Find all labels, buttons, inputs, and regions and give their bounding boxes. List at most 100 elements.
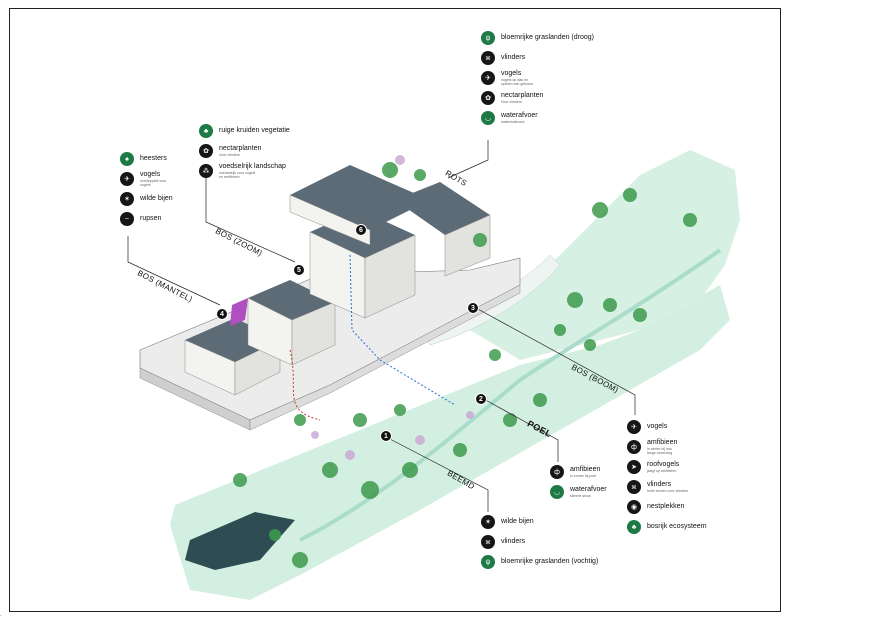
legend-item: ♠ heesters	[120, 149, 173, 169]
legend-label: ruige kruiden vegetatie	[219, 127, 290, 134]
nest-icon: ◉	[627, 500, 641, 514]
grass-icon: ψ	[481, 555, 495, 569]
legend-beemd: ✶ wilde bijen ж vlinders ψ bloemrijke graslan…	[481, 512, 598, 572]
legend-sublabel: voedselrijk voor vogels	[219, 170, 256, 175]
legend-label: waterafvoer	[570, 485, 607, 493]
legend-sublabel: holle bomen voor vlinders	[647, 488, 688, 493]
legend-item: ж vlinders	[481, 48, 594, 68]
berries-icon: ⁂	[199, 164, 213, 178]
legend-label: heesters	[140, 155, 167, 162]
marker-6: 6	[355, 224, 367, 236]
legend-sublabel: in winter bij bos	[647, 446, 672, 451]
legend-sublabel: langs oeverweg	[647, 451, 673, 455]
animal-route-red	[289, 349, 321, 421]
legend-label: vogels	[501, 69, 522, 77]
shrub-icon: ♠	[120, 152, 134, 166]
legend-sublabel: vogels op dak en	[501, 77, 529, 82]
purple-panel	[230, 298, 248, 326]
frog-icon: ф	[550, 465, 564, 479]
butterfly-icon: ж	[481, 51, 495, 65]
flower-clusters	[311, 155, 474, 460]
bee-icon: ✶	[481, 515, 495, 529]
marker-1: 1	[380, 430, 392, 442]
legend-label: wilde bijen	[501, 518, 534, 525]
flower-icon: ✿	[481, 91, 495, 105]
grass-icon: ψ	[481, 31, 495, 45]
water-icon: ◡	[481, 111, 495, 125]
legend-sublabel: in zomer bij poel	[570, 473, 597, 478]
block-north	[290, 165, 430, 230]
diagram-frame	[9, 8, 781, 612]
legend-item: ж vlinders	[481, 532, 598, 552]
herb-icon: ♣	[199, 124, 213, 138]
legend-label: vogels	[647, 423, 668, 430]
bee-icon: ✶	[120, 192, 134, 206]
butterfly-icon: ж	[627, 480, 641, 494]
butterfly-icon: ж	[481, 535, 495, 549]
bird-icon: ✈	[627, 420, 641, 434]
marker-5: 5	[293, 264, 305, 276]
leader-lines	[127, 140, 636, 512]
legend-item: ψ bloemrijke graslanden (droog)	[481, 28, 594, 48]
flower-icon: ✿	[199, 144, 213, 158]
legend-item: ✈ vogels	[627, 417, 707, 437]
legend-sublabel: slimme show	[570, 493, 591, 498]
legend-label: roofvogels	[647, 460, 680, 468]
legend-label: vlinders	[501, 54, 526, 61]
green-field	[470, 150, 740, 360]
legend-sublabel: spleten van gebouw	[501, 82, 533, 86]
legend-label: wilde bijen	[140, 195, 173, 202]
block-middle	[248, 280, 335, 320]
meadow-band	[170, 285, 730, 600]
footer-mark: .	[0, 612, 2, 618]
legend-item: ✶ wilde bijen	[481, 512, 598, 532]
legend-rots: ψ bloemrijke graslanden (droog) ж vlinders ✈…	[481, 28, 594, 128]
tree-cluster	[233, 162, 697, 568]
raptor-icon: ➤	[627, 460, 641, 474]
legend-sublabel: jaagt op amfibieen	[647, 468, 677, 473]
legend-sublabel: verstopplek voor	[140, 178, 167, 183]
legend-label: amfibieen	[570, 465, 601, 473]
legend-item: ♣bosrijk ecosysteem	[627, 517, 707, 537]
water-icon: ◡	[550, 485, 564, 499]
legend-sublabel: en amfibieen	[219, 175, 240, 179]
legend-sublabel: waterhuishoud	[501, 119, 525, 124]
legend-label: waterafvoer	[501, 111, 538, 119]
legend-label: vlinders	[647, 480, 672, 488]
legend-item: ψ bloemrijke graslanden (vochtig)	[481, 552, 598, 572]
marker-4: 4	[216, 308, 228, 320]
pond	[185, 512, 295, 570]
legend-item: ~ rupsen	[120, 209, 173, 229]
bird-icon: ✈	[481, 71, 495, 85]
legend-sublabel: Voor vlinders	[501, 99, 522, 104]
legend-label: bloemrijke graslanden (droog)	[501, 34, 594, 41]
marker-3: 3	[467, 302, 479, 314]
legend-label: bloemrijke graslanden (vochtig)	[501, 558, 599, 565]
marker-2: 2	[475, 393, 487, 405]
bird-icon: ✈	[120, 172, 134, 186]
legend-label: nectarplanten	[219, 144, 262, 152]
legend-label: rupsen	[140, 215, 162, 222]
caterpillar-icon: ~	[120, 212, 134, 226]
legend-label: vlinders	[501, 538, 526, 545]
legend-label: voedselrijk landschap	[219, 162, 286, 170]
legend-item: ♣ ruige kruiden vegetatie	[199, 121, 290, 141]
legend-label: amfibieen	[647, 438, 678, 446]
legend-item: ◉nestplekken	[627, 497, 707, 517]
